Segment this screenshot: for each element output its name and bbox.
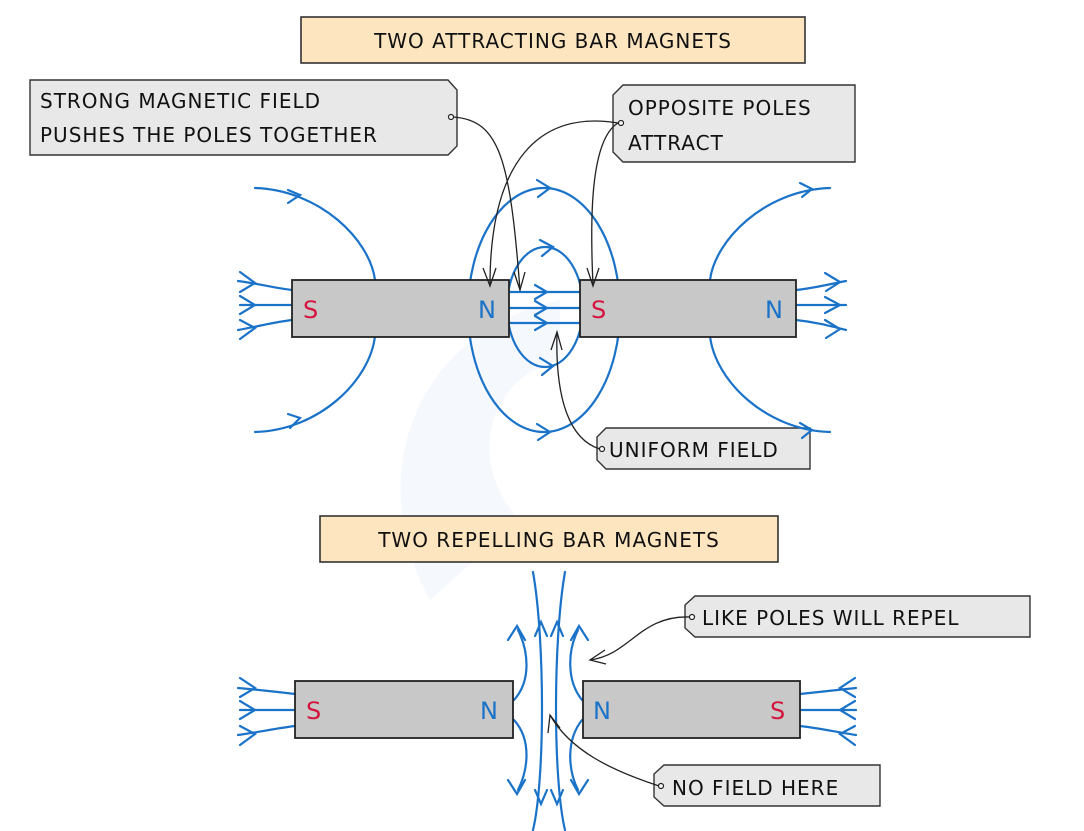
like-poles-label: LIKE POLES WILL REPEL <box>702 606 959 630</box>
opposite-poles-label-1: OPPOSITE POLES <box>628 96 812 120</box>
tag-hole <box>617 119 625 127</box>
pole-north: N <box>765 296 783 324</box>
pole-south: S <box>306 697 321 725</box>
repelling-title-box <box>319 515 779 563</box>
opposite-poles-label-2: ATTRACT <box>628 131 724 155</box>
attracting-section: TWO ATTRACTING BAR MAGNETS STRONG MAGNET… <box>29 16 856 470</box>
repelling-magnet-right: N S <box>582 680 801 739</box>
pole-north: N <box>480 697 498 725</box>
attracting-title: TWO ATTRACTING BAR MAGNETS <box>373 29 732 53</box>
pole-south: S <box>303 296 318 324</box>
no-field-label: NO FIELD HERE <box>672 776 839 800</box>
attracting-magnet-right: S N <box>579 279 797 338</box>
tag-hole <box>657 782 665 790</box>
opposite-poles-tag <box>612 84 856 163</box>
attracting-magnet-left: S N <box>291 279 510 338</box>
repelling-title: TWO REPELLING BAR MAGNETS <box>377 528 720 552</box>
pole-north: N <box>593 697 611 725</box>
pole-north: N <box>478 296 496 324</box>
attracting-field-lines <box>236 178 848 442</box>
pole-south: S <box>591 296 606 324</box>
repelling-magnet-left: S N <box>294 680 514 739</box>
repelling-section: TWO REPELLING BAR MAGNETS LIKE POLES WIL… <box>236 515 1031 831</box>
tag-hole <box>447 113 455 121</box>
no-field-tag <box>653 764 881 807</box>
strong-field-label-2: PUSHES THE POLES TOGETHER <box>40 123 378 147</box>
repelling-field-lines <box>236 570 858 831</box>
attracting-pointers <box>452 116 619 450</box>
attracting-title-box <box>300 16 806 64</box>
pole-south: S <box>770 697 785 725</box>
tag-hole <box>688 613 696 621</box>
like-poles-tag <box>684 595 1031 638</box>
strong-field-tag <box>29 79 458 156</box>
uniform-field-label: UNIFORM FIELD <box>609 438 779 462</box>
tag-hole <box>598 445 606 453</box>
strong-field-label-1: STRONG MAGNETIC FIELD <box>40 89 321 113</box>
repelling-pointers <box>547 616 691 787</box>
